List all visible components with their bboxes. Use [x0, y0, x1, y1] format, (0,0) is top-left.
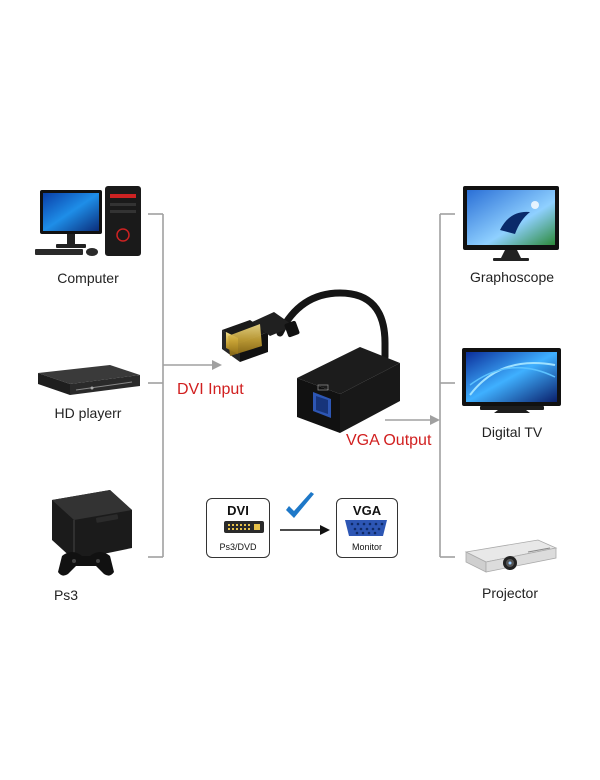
source-label-computer: Computer — [57, 270, 119, 286]
output-connector-lines — [385, 213, 455, 558]
computer-icon — [35, 186, 141, 256]
vga-box — [297, 347, 400, 433]
tv-icon — [462, 348, 561, 413]
dvi-plug — [222, 312, 300, 362]
checkmark-icon — [286, 492, 314, 518]
dvi-card-title: DVI — [227, 503, 249, 518]
monitor-icon — [463, 186, 559, 261]
vga-card-subtitle: Monitor — [351, 542, 382, 552]
projector-icon — [464, 539, 558, 573]
input-arrowhead — [212, 360, 222, 370]
output-label-digital-tv: Digital TV — [481, 424, 543, 440]
dvi-card: DVI Ps3/DVD — [206, 498, 270, 558]
input-connector-lines — [148, 213, 212, 558]
hd-player-icon — [38, 365, 140, 395]
vga-output-label: VGA Output — [346, 432, 432, 449]
output-label-projector: Projector — [481, 585, 539, 601]
vga-card: VGA Monitor — [336, 498, 398, 558]
conversion-arrowhead — [320, 525, 330, 535]
vga-card-title: VGA — [352, 503, 382, 518]
output-label-graphoscope: Graphoscope — [469, 269, 555, 285]
output-arrowhead — [430, 415, 440, 425]
source-label-ps3: Ps3 — [53, 587, 79, 603]
dvi-card-subtitle: Ps3/DVD — [219, 542, 257, 552]
dvi-input-label: DVI Input — [177, 381, 244, 398]
ps3-console-icon — [52, 490, 132, 576]
source-label-hd-player: HD playerr — [54, 405, 122, 421]
dvi-to-vga-adapter-image — [222, 289, 400, 433]
